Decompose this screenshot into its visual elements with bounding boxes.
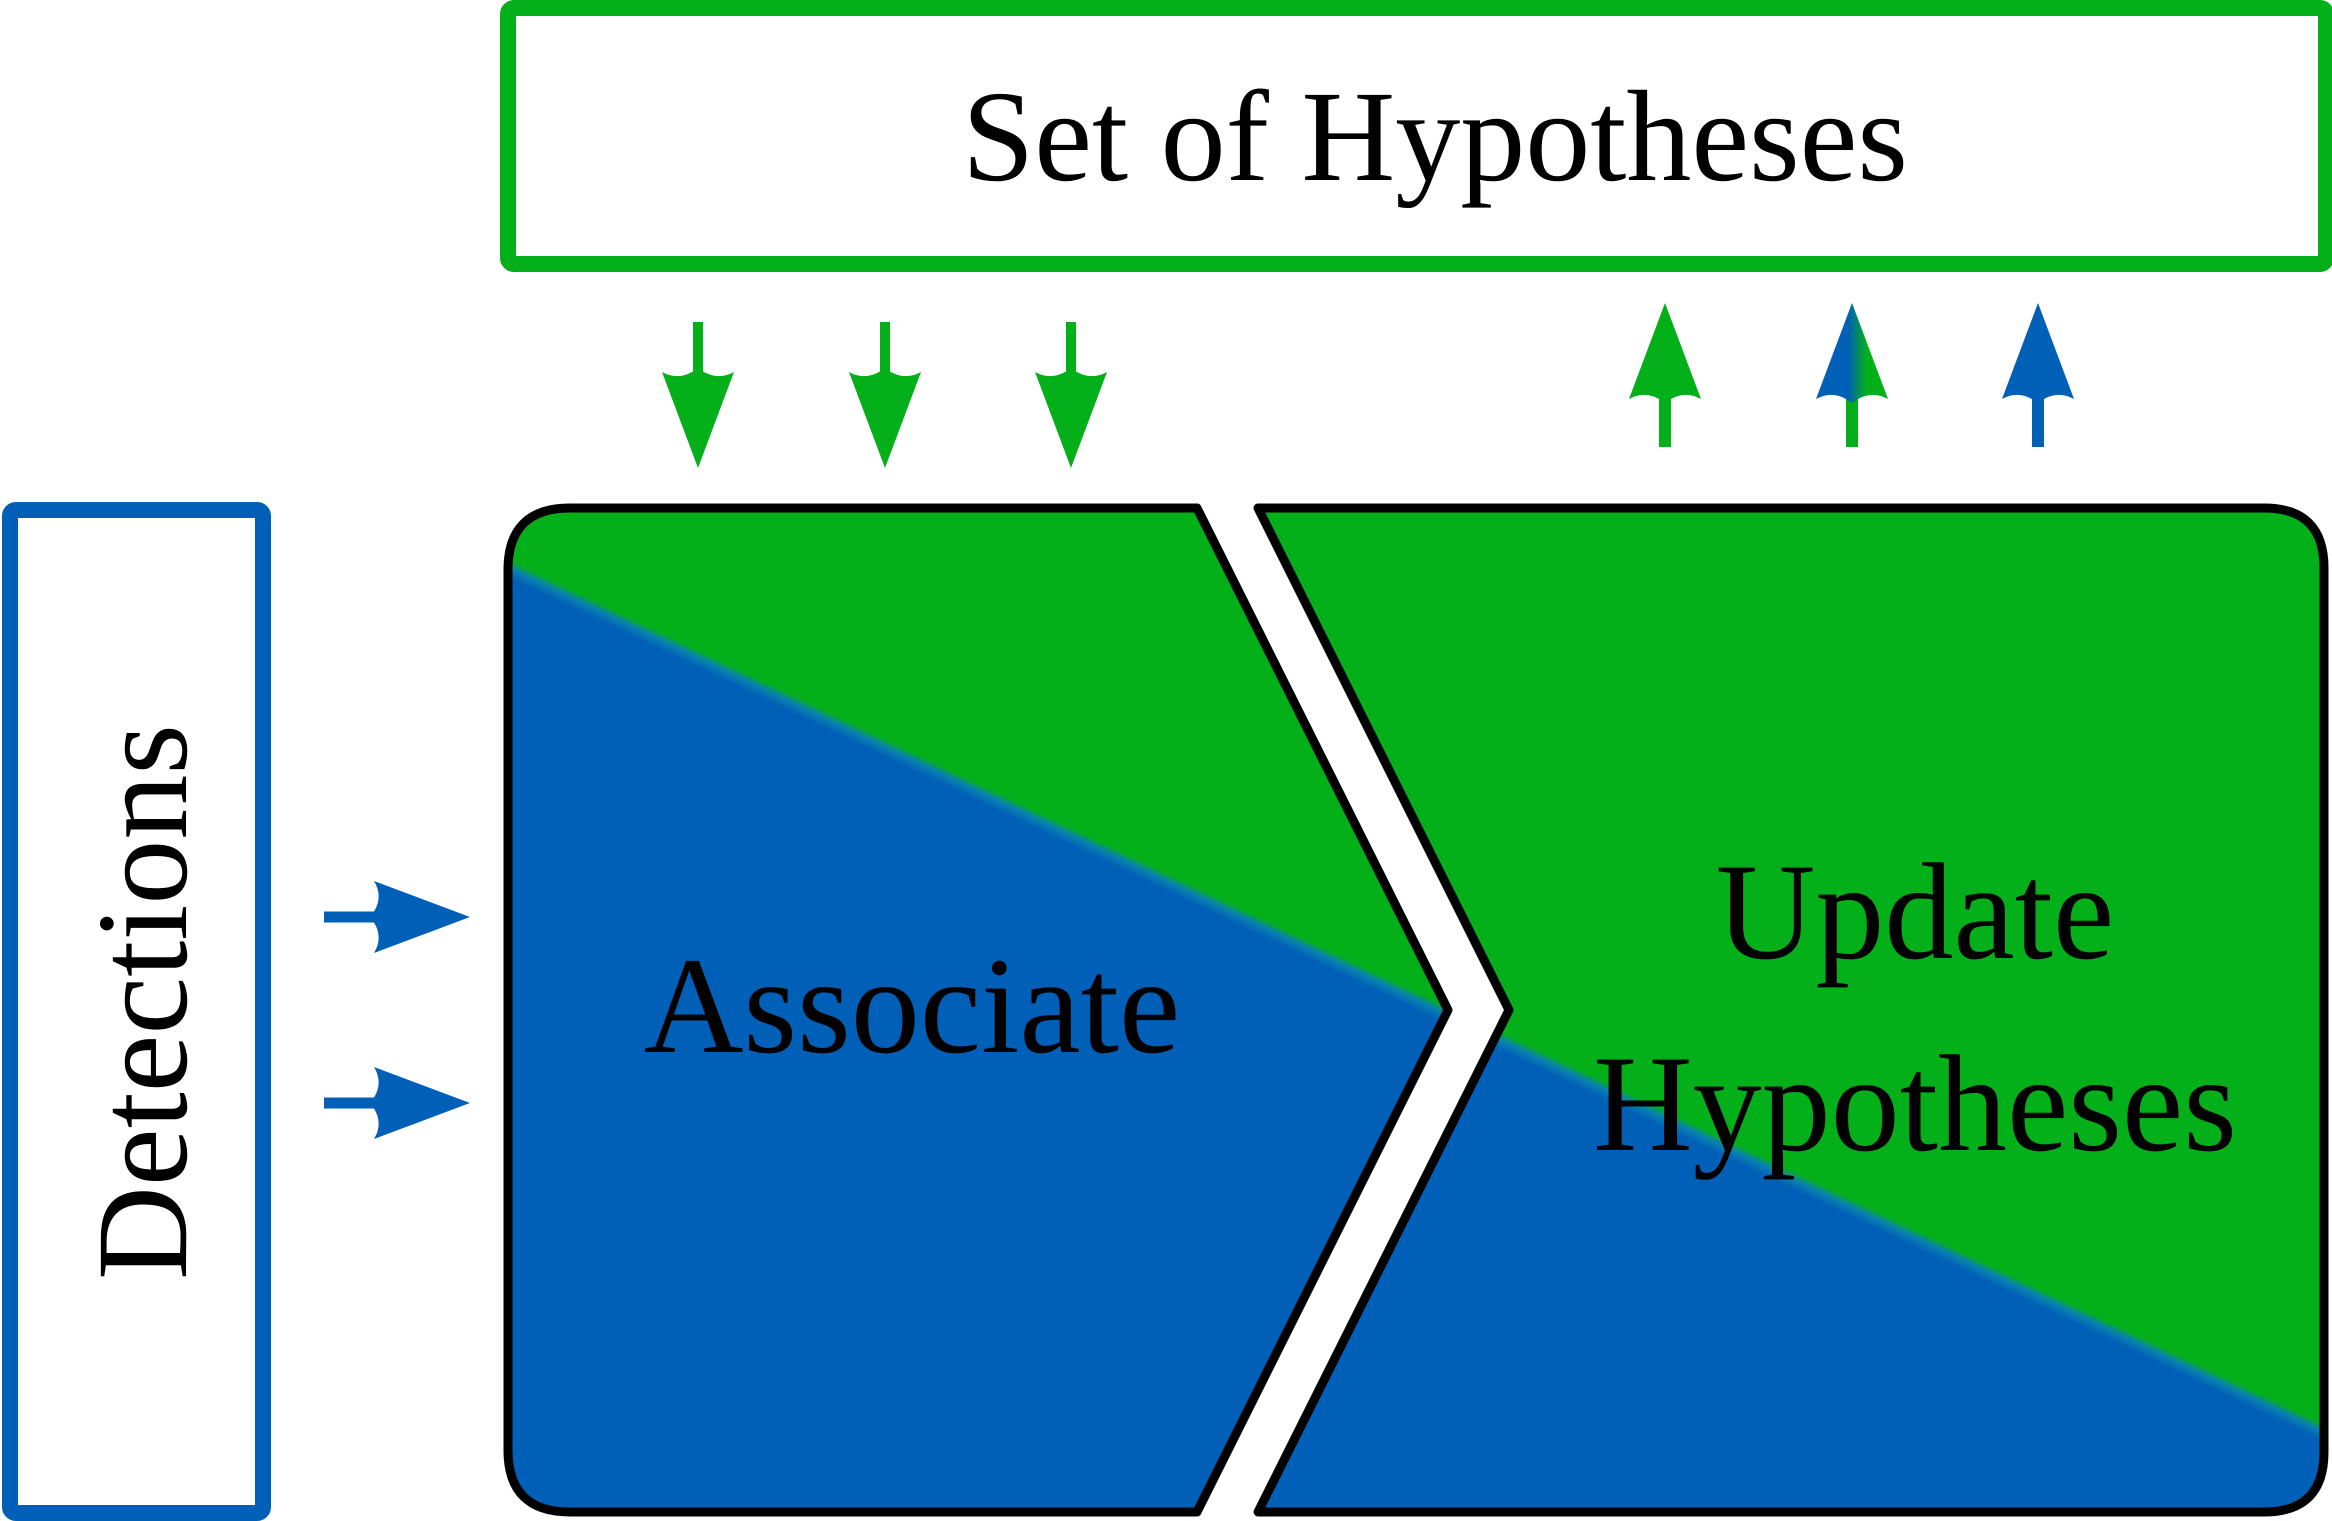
up-arrow-icon [1629, 303, 1701, 447]
associate-label: Associate [644, 929, 1181, 1082]
hypotheses-set-label: Set of Hypotheses [962, 65, 1908, 209]
down-arrow-icon [662, 322, 734, 468]
detections-label: Detections [71, 724, 215, 1280]
update-hypotheses-label-line2: Hypotheses [1593, 1027, 2237, 1180]
associate-block: Associate [503, 503, 1453, 1517]
up-arrow-icon [2002, 303, 2074, 447]
hypotheses-to-associate-arrows [662, 322, 1107, 468]
right-arrow-icon [324, 1067, 470, 1139]
detections-to-associate-arrows [324, 881, 470, 1139]
hypotheses-set-box: Set of Hypotheses [500, 0, 2332, 272]
update-hypotheses-label-line1: Update [1716, 835, 2115, 988]
down-arrow-icon [1035, 322, 1107, 468]
up-arrow-icon [1816, 303, 1888, 447]
down-arrow-icon [849, 322, 921, 468]
update-hypotheses-block: Update Hypotheses [1253, 503, 2329, 1517]
update-to-hypotheses-arrows [1629, 303, 2074, 447]
detections-box: Detections [2, 502, 271, 1521]
right-arrow-icon [324, 881, 470, 953]
